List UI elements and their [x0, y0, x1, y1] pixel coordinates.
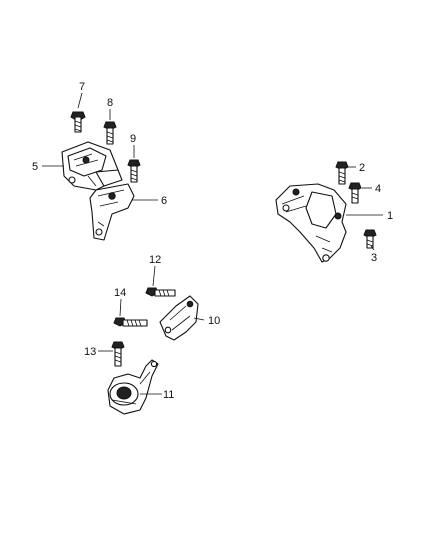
bolt-13 — [111, 341, 125, 367]
callout-11: 11 — [163, 389, 174, 401]
callout-1: 1 — [387, 210, 393, 222]
mount-11 — [107, 359, 159, 415]
callout-7: 7 — [79, 81, 85, 93]
bolt-2 — [335, 161, 349, 185]
callout-12: 12 — [149, 254, 161, 266]
callout-8: 8 — [107, 97, 113, 109]
bolt-9 — [127, 159, 141, 183]
bolt-12 — [145, 287, 176, 297]
bracket-6 — [89, 183, 135, 241]
bolt-7 — [70, 111, 86, 133]
callout-3: 3 — [371, 252, 377, 264]
callout-5: 5 — [32, 161, 38, 173]
bolt-3 — [363, 229, 377, 249]
callout-4: 4 — [375, 183, 381, 195]
bolt-8 — [103, 121, 117, 145]
callout-2: 2 — [359, 162, 365, 174]
bolt-4 — [348, 182, 362, 204]
bolt-14 — [113, 317, 148, 327]
callout-6: 6 — [161, 195, 167, 207]
mount-1 — [275, 183, 347, 263]
mount-5 — [61, 141, 123, 191]
callout-10: 10 — [208, 315, 220, 327]
callout-13: 13 — [84, 346, 96, 358]
callout-9: 9 — [130, 133, 136, 145]
bracket-10 — [159, 295, 199, 341]
callout-14: 14 — [114, 287, 126, 299]
leader-lines — [42, 92, 383, 395]
